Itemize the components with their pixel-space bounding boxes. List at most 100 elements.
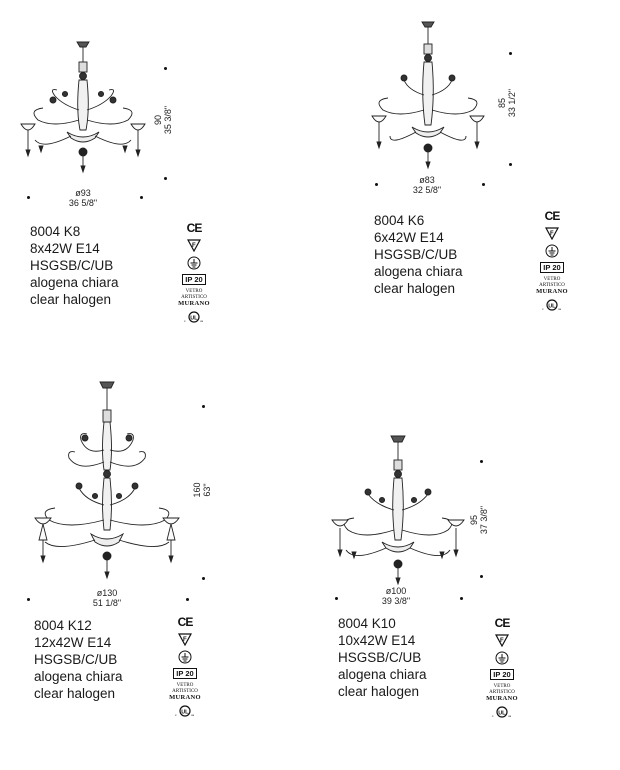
ip20-badge: IP 20 bbox=[540, 262, 564, 273]
svg-text:c: c bbox=[175, 713, 177, 717]
lamp-type-it: alogena chiara bbox=[338, 667, 427, 682]
svg-text:us: us bbox=[558, 307, 562, 311]
dimension-marker bbox=[27, 598, 30, 601]
diameter-cm: ø83 bbox=[419, 175, 435, 185]
dimension-marker bbox=[202, 577, 205, 580]
product-power: 10x42W E14 bbox=[338, 633, 416, 648]
product-power: 8x42W E14 bbox=[30, 241, 100, 256]
dimension-marker bbox=[480, 575, 483, 578]
lamp-type-en: clear halogen bbox=[34, 686, 116, 701]
dimension-marker bbox=[27, 196, 30, 199]
dimension-marker bbox=[202, 405, 205, 408]
product-code: 8004 K12 bbox=[34, 618, 92, 633]
svg-text:UL: UL bbox=[548, 304, 556, 310]
vm-bottom-text: MURANO bbox=[536, 288, 568, 295]
height-cm: 95 bbox=[469, 515, 479, 526]
dimension-marker bbox=[460, 597, 463, 600]
ul-listing-icon: UL c us bbox=[184, 311, 204, 323]
vm-top-text: VETRO ARTISTICO bbox=[489, 684, 515, 695]
svg-text:UL: UL bbox=[498, 711, 506, 717]
f-mark-icon: F bbox=[545, 227, 559, 240]
ground-symbol-icon bbox=[545, 244, 559, 258]
vm-bottom-text: MURANO bbox=[178, 300, 210, 307]
ce-mark-icon: CE bbox=[494, 616, 511, 630]
diameter-label-k8: ø93 36 5/8" bbox=[48, 188, 118, 208]
ground-symbol-icon bbox=[187, 256, 201, 270]
product-finish: HSGSB/C/UB bbox=[338, 650, 422, 665]
svg-text:F: F bbox=[550, 231, 554, 237]
spec-text-k12: 8004 K12 12x42W E14 HSGSB/C/UB alogena c… bbox=[34, 617, 123, 702]
vm-top-text: VETRO ARTISTICO bbox=[172, 683, 198, 694]
spec-text-k8: 8004 K8 8x42W E14 HSGSB/C/UB alogena chi… bbox=[30, 223, 119, 308]
ip20-badge: IP 20 bbox=[182, 274, 206, 285]
dimension-marker bbox=[509, 52, 512, 55]
ground-symbol-icon bbox=[495, 651, 509, 665]
product-finish: HSGSB/C/UB bbox=[30, 258, 114, 273]
ul-listing-icon: UL c us bbox=[492, 706, 512, 718]
ul-listing-icon: UL c us bbox=[542, 299, 562, 311]
dimension-marker bbox=[164, 177, 167, 180]
svg-text:c: c bbox=[542, 307, 544, 311]
dimension-marker bbox=[140, 196, 143, 199]
lamp-type-it: alogena chiara bbox=[34, 669, 123, 684]
f-mark-icon: F bbox=[178, 633, 192, 646]
svg-text:us: us bbox=[508, 714, 512, 718]
svg-text:F: F bbox=[192, 243, 196, 249]
product-power: 12x42W E14 bbox=[34, 635, 112, 650]
product-finish: HSGSB/C/UB bbox=[34, 652, 118, 667]
diameter-in: 32 5/8" bbox=[412, 185, 442, 195]
dimension-marker bbox=[509, 163, 512, 166]
product-power: 6x42W E14 bbox=[374, 230, 444, 245]
svg-text:UL: UL bbox=[190, 316, 198, 322]
dimension-marker bbox=[480, 460, 483, 463]
product-finish: HSGSB/C/UB bbox=[374, 247, 458, 262]
ce-mark-icon: CE bbox=[177, 615, 194, 629]
product-code: 8004 K8 bbox=[30, 224, 81, 239]
height-in: 37 3/8" bbox=[479, 505, 489, 535]
spec-text-k6: 8004 K6 6x42W E14 HSGSB/C/UB alogena chi… bbox=[374, 212, 463, 297]
svg-text:us: us bbox=[200, 319, 204, 323]
ip20-badge: IP 20 bbox=[173, 668, 197, 679]
diameter-in: 39 3/8" bbox=[381, 596, 411, 606]
svg-text:F: F bbox=[183, 637, 187, 643]
lamp-type-en: clear halogen bbox=[374, 281, 456, 296]
dimension-marker bbox=[164, 67, 167, 70]
diameter-in: 36 5/8" bbox=[68, 198, 98, 208]
diameter-cm: ø130 bbox=[96, 588, 118, 598]
spec-text-k10: 8004 K10 10x42W E14 HSGSB/C/UB alogena c… bbox=[338, 615, 427, 700]
lamp-type-it: alogena chiara bbox=[30, 275, 119, 290]
lamp-type-en: clear halogen bbox=[338, 684, 420, 699]
ce-mark-icon: CE bbox=[186, 221, 203, 235]
height-label-k10: 95 37 3/8" bbox=[469, 495, 489, 545]
f-mark-icon: F bbox=[495, 634, 509, 647]
vm-bottom-text: MURANO bbox=[169, 694, 201, 701]
svg-text:c: c bbox=[492, 714, 494, 718]
product-code: 8004 K6 bbox=[374, 213, 425, 228]
ce-mark-icon: CE bbox=[544, 209, 561, 223]
lamp-type-en: clear halogen bbox=[30, 292, 112, 307]
vm-top-text: VETRO ARTISTICO bbox=[181, 289, 207, 300]
diameter-in: 51 1/8" bbox=[92, 598, 122, 608]
f-mark-icon: F bbox=[187, 239, 201, 252]
svg-text:us: us bbox=[191, 713, 195, 717]
vm-bottom-text: MURANO bbox=[486, 695, 518, 702]
diameter-label-k12: ø130 51 1/8" bbox=[72, 588, 142, 608]
diameter-cm: ø100 bbox=[385, 586, 407, 596]
svg-text:c: c bbox=[184, 319, 186, 323]
ip20-badge: IP 20 bbox=[490, 669, 514, 680]
diameter-cm: ø93 bbox=[75, 188, 91, 198]
vm-top-text: VETRO ARTISTICO bbox=[539, 277, 565, 288]
